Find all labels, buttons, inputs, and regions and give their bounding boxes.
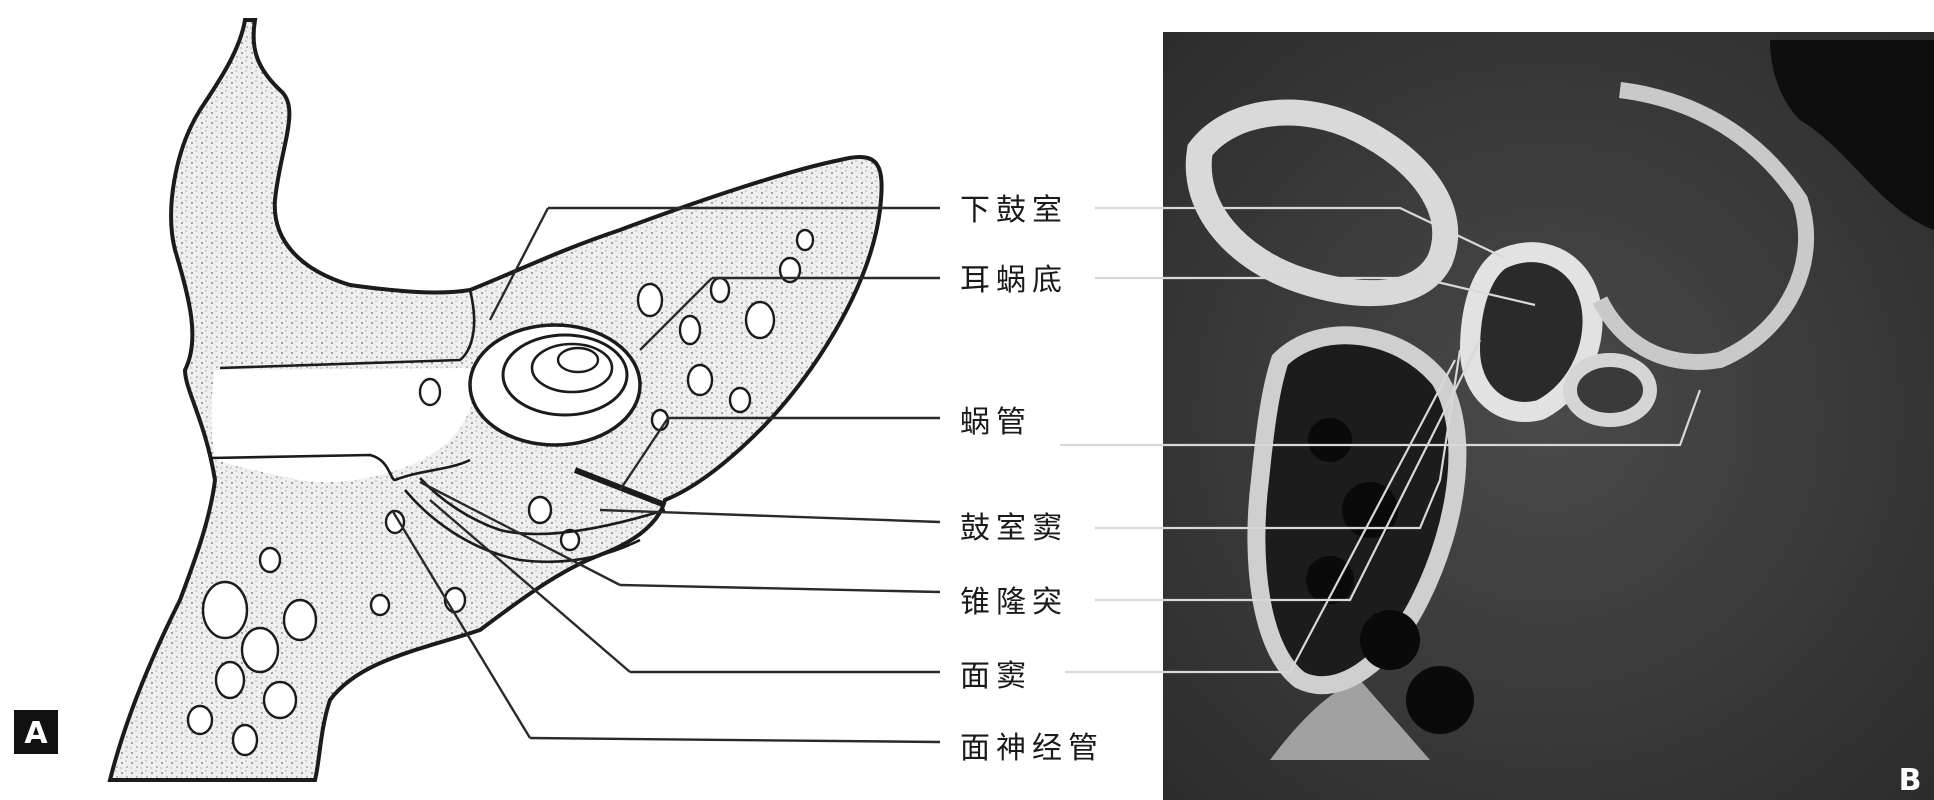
panel-b-ct: B (1163, 32, 1934, 800)
label-facial-nerve-canal: 面神经管 (960, 731, 1104, 766)
label-pyramidal-eminence: 锥隆突 (960, 585, 1068, 620)
label-cochlear-base: 耳蜗底 (960, 263, 1068, 298)
label-facial-recess: 面窦 (960, 659, 1032, 694)
label-hypotympanum: 下鼓室 (960, 193, 1068, 228)
panel-b-letter: B (1899, 763, 1922, 798)
cochlea-drawing (470, 325, 640, 445)
leader-pyramidal-a (620, 585, 940, 592)
label-sinus-tympani: 鼓室窦 (960, 511, 1068, 546)
label-cochlear-canal: 蜗管 (960, 405, 1032, 440)
ct-vestibule (1570, 360, 1650, 420)
panel-a-drawing: A (14, 20, 882, 780)
label-column: 下鼓室 耳蜗底 蜗管 鼓室窦 锥隆突 面窦 面神经管 (945, 186, 1125, 768)
leader-facial-nerve-a (530, 738, 940, 742)
ct-air-cell (1406, 666, 1474, 734)
ct-air-cell (1342, 482, 1398, 538)
panel-a-letter: A (24, 716, 48, 751)
ct-air-cell (1308, 418, 1352, 462)
ct-air-cell (1360, 610, 1420, 670)
